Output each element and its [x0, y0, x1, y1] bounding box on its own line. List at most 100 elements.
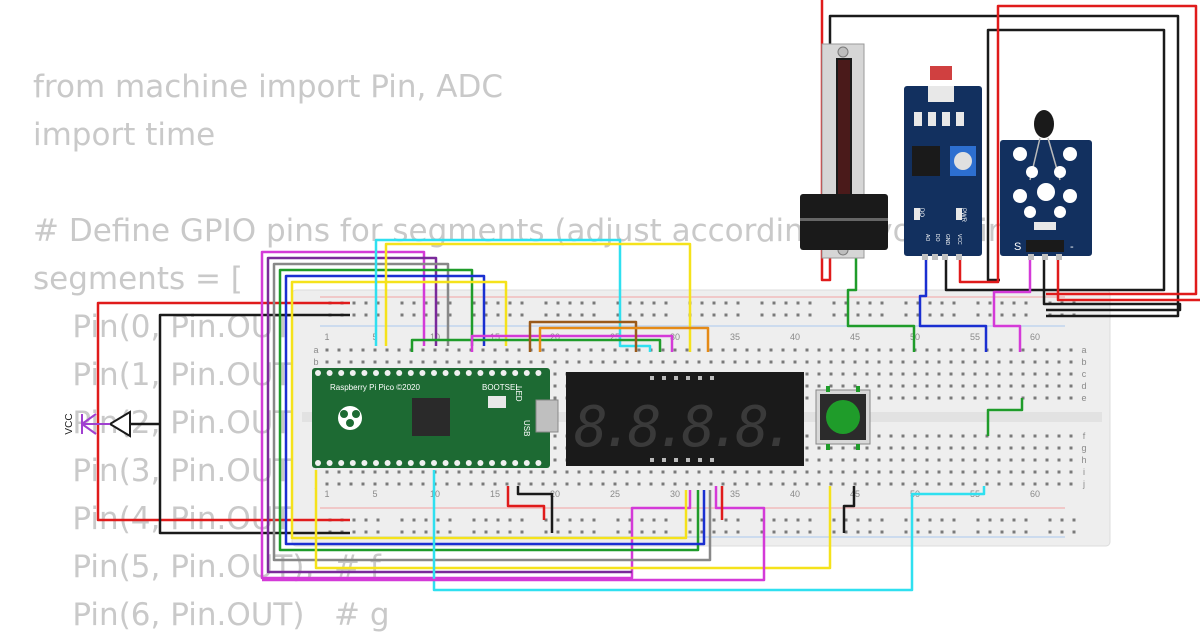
wire-yellow-top	[384, 242, 692, 352]
wire-blue-long	[284, 274, 706, 546]
wire-red-vcc	[96, 301, 350, 522]
code-line-6: Pin(0, Pin.OUT),	[33, 309, 315, 345]
ntc-signal-label: S	[1014, 241, 1021, 253]
ldr-pin-label-gnd: GND	[944, 234, 950, 246]
column-number: 45	[850, 332, 860, 342]
row-letter: a	[1081, 345, 1086, 355]
photoresistor	[930, 66, 952, 80]
column-number: 60	[1030, 332, 1040, 342]
wire-gray	[272, 262, 712, 562]
row-letter: c	[1082, 369, 1087, 379]
wire-yellow-button	[314, 470, 832, 570]
wire-yellow-long	[290, 280, 688, 540]
code-line-1: from machine import Pin, ADC	[33, 69, 503, 105]
wire-red-ldr	[958, 4, 1198, 296]
row-letter: d	[1081, 381, 1086, 391]
code-line-5: segments = [	[33, 261, 243, 297]
row-letter: b	[1081, 357, 1086, 367]
column-number: 60	[1030, 489, 1040, 499]
wire-blue-ldr	[918, 258, 988, 352]
row-letter: i	[1083, 467, 1085, 477]
raspberry-logo-icon	[338, 406, 362, 430]
screw-icon	[837, 46, 849, 58]
trimpot-icon[interactable]	[954, 152, 972, 170]
display-pins	[650, 376, 714, 462]
display-digits: 8.8.8.8.	[574, 395, 796, 460]
row-letter: h	[1081, 455, 1086, 465]
column-number: 30	[670, 489, 680, 499]
wire-red-ntc	[1056, 258, 1200, 302]
column-number: 1	[324, 489, 329, 499]
column-number: 20	[550, 489, 560, 499]
column-number: 5	[372, 489, 377, 499]
ntc-minus-label: -	[1070, 241, 1074, 253]
wire-orange-top	[538, 326, 710, 352]
wire-green-right	[986, 398, 1024, 436]
code-line-8: Pin(2, Pin.OUT),	[33, 405, 315, 441]
code-line-2: import time	[33, 117, 216, 153]
column-number: 25	[610, 489, 620, 499]
wire-black-pico	[516, 486, 554, 533]
ntc-sensor-module[interactable]: S -	[1000, 110, 1092, 260]
column-number: 15	[490, 489, 500, 499]
wire-magenta-long	[260, 250, 692, 580]
row-letter: f	[1083, 431, 1086, 441]
slider-knob[interactable]	[800, 194, 888, 250]
wire-red-pico	[506, 486, 546, 520]
code-line-12: Pin(6, Pin.OUT) # g	[33, 597, 390, 633]
column-number: 40	[790, 332, 800, 342]
column-number: 40	[790, 489, 800, 499]
wire-green-top	[410, 338, 662, 352]
ldr-led-label-do: DO	[918, 208, 924, 217]
column-number: 35	[730, 489, 740, 499]
wire-green-pot	[846, 258, 916, 352]
wire-magenta-top	[470, 334, 674, 352]
thermistor	[1034, 110, 1054, 138]
wire-black-button	[842, 486, 856, 533]
push-button-cap[interactable]	[826, 400, 860, 434]
pico-usb-label: USB	[522, 420, 531, 436]
comparator-chip	[912, 146, 940, 176]
wire-cyan-top	[374, 238, 652, 352]
row-letter: g	[1081, 443, 1086, 453]
usb-port[interactable]	[535, 399, 559, 433]
row-letter: e	[1081, 393, 1086, 403]
ldr-pin-label-do: DO	[934, 234, 940, 242]
ldr-pin-label-vcc: VCC	[956, 234, 962, 245]
wire-black-ldr	[944, 28, 1166, 292]
ldr-sensor-module[interactable]: DO PWR AO DO GND VCC	[904, 66, 982, 260]
wire-brown-top	[528, 320, 638, 352]
code-line-7: Pin(1, Pin.OUT),	[33, 357, 315, 393]
wire-black-pot	[828, 14, 1180, 318]
wires[interactable]	[96, 0, 1200, 592]
column-number: 1	[324, 332, 329, 342]
code-line-9: Pin(3, Pin.OUT),	[33, 453, 315, 489]
wire-cyan-bottom	[432, 470, 986, 592]
ldr-pin-label-ao: AO	[924, 234, 930, 241]
seven-segment-display[interactable]: 8.8.8.8.	[566, 372, 804, 466]
slide-potentiometer[interactable]	[800, 43, 888, 259]
column-number: 30	[670, 332, 680, 342]
vcc-label: VCC	[64, 413, 75, 434]
push-button[interactable]	[815, 386, 871, 450]
wire-magenta-bottom	[262, 486, 766, 582]
wire-black-ntc	[1042, 258, 1182, 312]
ldr-led-label-pwr: PWR	[960, 208, 966, 223]
pico-bootsel-label: BOOTSEL	[482, 383, 520, 392]
raspberry-pi-pico[interactable]: Raspberry Pi Pico ©2020 BOOTSEL USB LED	[312, 368, 559, 468]
row-letter: a	[313, 345, 318, 355]
row-letter: b	[313, 357, 318, 367]
row-letter: j	[1082, 479, 1085, 489]
pico-title: Raspberry Pi Pico ©2020	[330, 383, 420, 392]
wire-magenta-ntc	[992, 258, 1032, 352]
pico-pin-holes	[315, 370, 542, 466]
rp2040-chip	[412, 398, 450, 436]
vcc-symbol[interactable]: VCC	[64, 410, 131, 438]
wire-purple	[266, 256, 632, 574]
bootsel-button[interactable]	[488, 396, 506, 408]
column-number: 35	[730, 332, 740, 342]
column-number: 55	[970, 332, 980, 342]
pico-led-label: LED	[514, 386, 523, 402]
